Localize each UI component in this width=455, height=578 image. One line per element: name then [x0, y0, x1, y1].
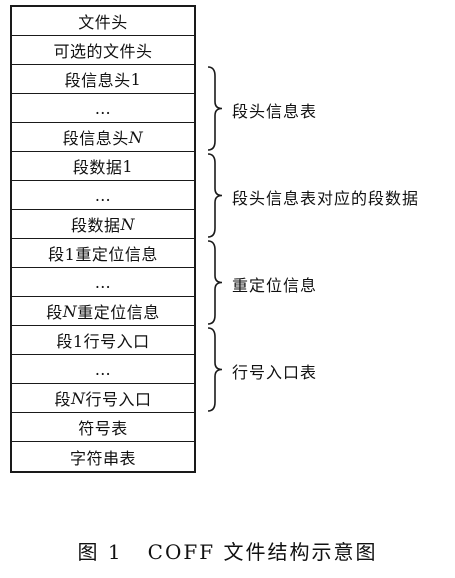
row-text-italic: N [71, 388, 86, 408]
row-text: 文件头 [78, 13, 128, 32]
group-label: 重定位信息 [232, 275, 318, 295]
group-label: 段头信息表对应的段数据 [232, 188, 420, 208]
row-text-pre: 段数据 [72, 158, 123, 177]
row-text-post: 行号入口 [85, 390, 152, 409]
structure-row: 文件头 [12, 7, 194, 36]
row-text: … [94, 185, 112, 205]
row-text-post: 重定位信息 [77, 303, 160, 322]
row-text-post: 1行号入口 [72, 332, 150, 351]
row-text-pre: 段数据 [70, 216, 121, 235]
group-label: 段头信息表 [232, 101, 318, 121]
row-text-pre: 段 [54, 390, 71, 409]
row-text: 符号表 [78, 419, 128, 438]
row-text: 字符串表 [69, 448, 136, 468]
row-text-italic: N [62, 301, 78, 321]
group-brace [207, 327, 223, 412]
row-text-italic: N [120, 214, 135, 234]
row-text-pre: 段信息头 [62, 129, 129, 148]
structure-row: … [12, 268, 194, 297]
row-text-post: 1 [130, 69, 142, 89]
row-text: … [94, 359, 112, 379]
structure-row: … [12, 181, 194, 210]
structure-row: … [12, 94, 194, 123]
row-text-post: 1重定位信息 [64, 245, 158, 264]
structure-row: 可选的文件头 [12, 36, 194, 65]
row-text-post: 1 [122, 156, 134, 176]
row-text: … [94, 98, 112, 118]
group-brace [207, 240, 223, 325]
structure-row: … [12, 355, 194, 384]
row-text-italic: N [128, 127, 144, 147]
row-text: 可选的文件头 [53, 42, 153, 61]
structure-row: 字符串表 [12, 442, 194, 471]
row-text-pre: 段 [56, 332, 73, 351]
figure-caption: 图 1 COFF 文件结构示意图 [77, 540, 378, 564]
group-label: 行号入口表 [232, 362, 318, 382]
row-text-pre: 段 [46, 303, 63, 322]
row-text: … [94, 272, 112, 292]
structure-row: 符号表 [12, 413, 194, 442]
group-brace [207, 66, 223, 151]
row-text-pre: 段信息头 [64, 71, 131, 90]
group-brace [207, 153, 223, 238]
row-text-pre: 段 [48, 245, 65, 264]
